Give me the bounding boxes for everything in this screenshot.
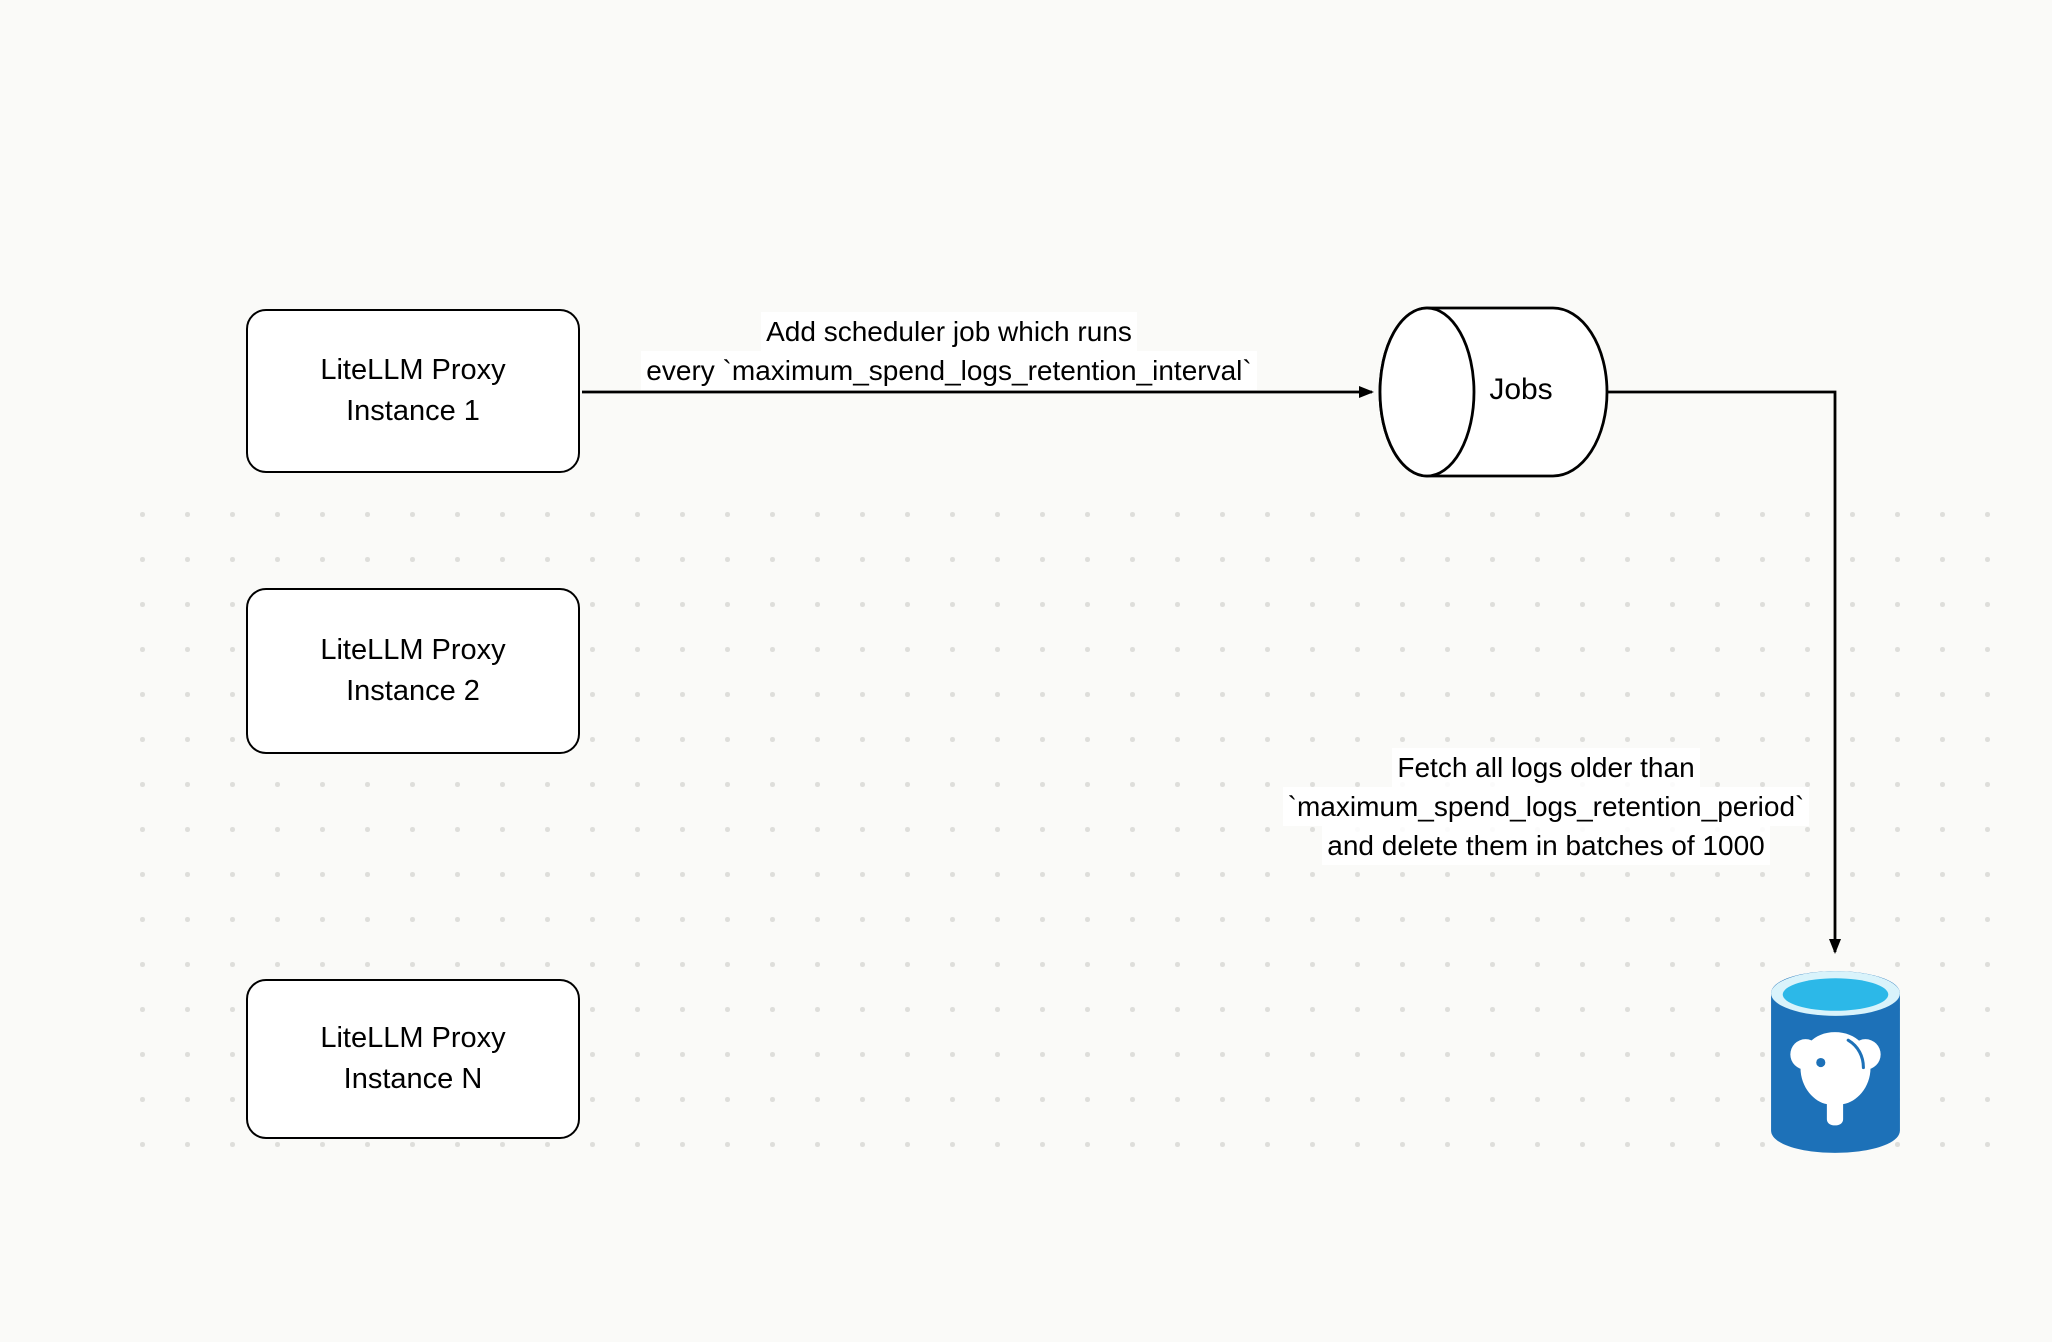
- node-label-line: LiteLLM Proxy: [320, 354, 506, 386]
- annotation-line: and delete them in batches of 1000: [1322, 826, 1770, 865]
- elephant-glyph: [1790, 1032, 1881, 1126]
- node-litellm-proxy-instance-2: LiteLLM Proxy Instance 2: [246, 588, 580, 754]
- annotation-line: `maximum_spend_logs_retention_period`: [1282, 787, 1810, 826]
- node-label-line: Instance 2: [346, 675, 480, 707]
- jobs-node-label: Jobs: [1489, 373, 1553, 406]
- jobs-cylinder: [1378, 306, 1609, 478]
- annotation-scheduler-job: Add scheduler job which runs every `maxi…: [559, 312, 1339, 390]
- node-label-line: Instance 1: [346, 395, 480, 427]
- annotation-line: Add scheduler job which runs: [761, 312, 1137, 351]
- arrow-jobs-to-database: [1607, 390, 1841, 954]
- node-label-line: LiteLLM Proxy: [320, 1022, 506, 1054]
- annotation-line: every `maximum_spend_logs_retention_inte…: [641, 351, 1257, 390]
- postgresql-database-icon: [1771, 971, 1900, 1153]
- node-label-line: Instance N: [343, 1063, 483, 1095]
- node-litellm-proxy-instance-1: LiteLLM Proxy Instance 1: [246, 309, 580, 473]
- node-label-line: LiteLLM Proxy: [320, 634, 506, 666]
- annotation-fetch-delete-logs: Fetch all logs older than `maximum_spend…: [1216, 748, 1876, 865]
- annotation-line: Fetch all logs older than: [1392, 748, 1700, 787]
- node-litellm-proxy-instance-n: LiteLLM Proxy Instance N: [246, 979, 580, 1139]
